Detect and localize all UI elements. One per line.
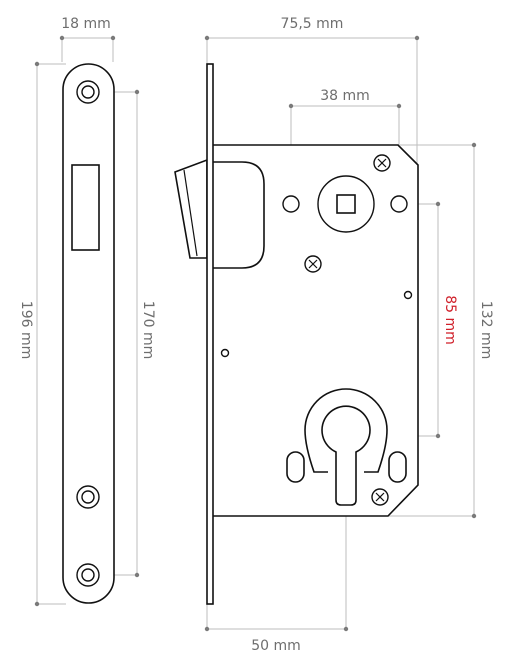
spindle-holes-label: 38 mm (320, 88, 370, 104)
dimension-body-height: 132 mm (382, 142, 494, 519)
small-hole-left (220, 348, 230, 358)
total-depth-label: 75,5 mm (281, 16, 344, 32)
cylinder-slot-left (286, 451, 305, 483)
small-hole-right (403, 290, 413, 300)
faceplate-outline (62, 63, 115, 604)
faceplate-front-view: 18 mm 196 mm 170 mm (18, 16, 156, 607)
body-height-label: 132 mm (478, 301, 494, 359)
case-screw-bottom (371, 488, 389, 506)
spindle-follower (317, 175, 375, 233)
faceplate-height-label: 196 mm (18, 301, 34, 359)
faceplate-screw-hole-middle (76, 485, 100, 509)
dimension-total-depth: 75,5 mm (204, 16, 420, 176)
case-screw-top (373, 154, 391, 172)
dimension-faceplate-width: 18 mm (59, 16, 116, 62)
latch-housing (209, 161, 265, 269)
latch-slot (71, 164, 100, 251)
cylinder-slot-right (388, 451, 407, 483)
fixing-hole-right (390, 195, 408, 213)
lock-body-side-view: 75,5 mm 38 mm 132 mm 85 mm (174, 16, 494, 654)
faceplate-screw-hole-bottom (76, 563, 100, 587)
forend-side-view (206, 63, 214, 605)
spindle-to-cylinder-label: 85 mm (442, 295, 458, 345)
faceplate-screw-hole-top (76, 80, 100, 104)
dimension-screw-spacing: 170 mm (90, 89, 156, 578)
backset-label: 50 mm (251, 638, 301, 654)
latch-bolt (174, 158, 208, 259)
faceplate-width-label: 18 mm (61, 16, 111, 32)
euro-cylinder-cutout (304, 388, 388, 506)
screw-spacing-label: 170 mm (140, 301, 156, 359)
fixing-hole-left (282, 195, 300, 213)
dimension-faceplate-height: 196 mm (18, 61, 66, 607)
case-screw-middle (304, 255, 322, 273)
